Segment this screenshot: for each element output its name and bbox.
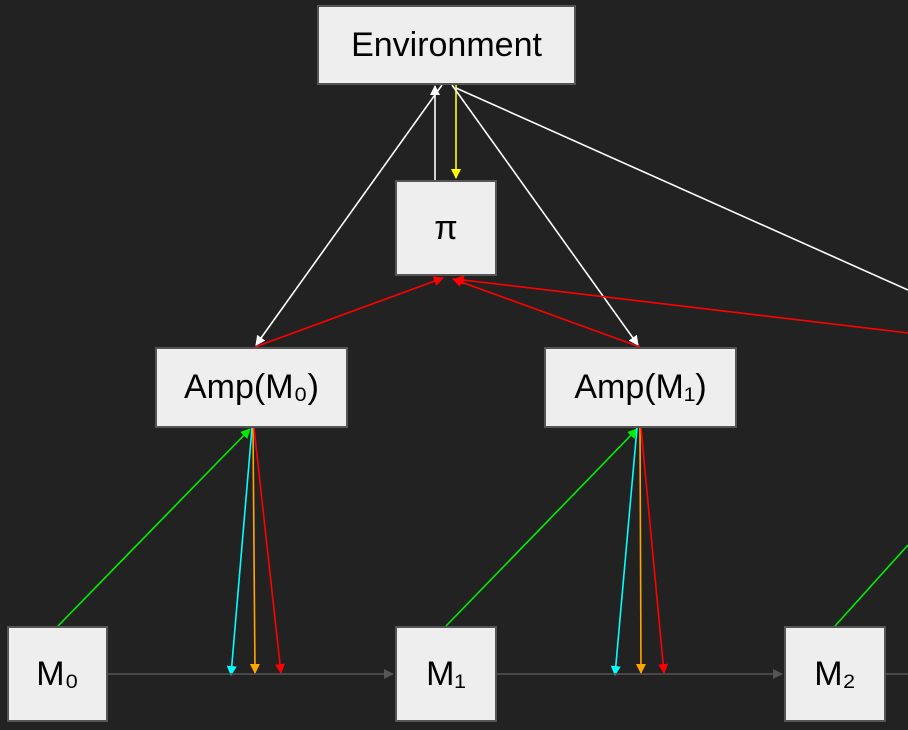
node-m2[interactable]: M₂ xyxy=(784,626,886,722)
edge-m2-to-offscreen xyxy=(834,544,908,627)
edge-amp1-cyan xyxy=(610,427,638,676)
edge-amp1-orange xyxy=(635,427,646,674)
edge-amp1-red xyxy=(640,427,669,674)
edge-amp0-cyan xyxy=(226,427,253,676)
edge-offscreen-to-policy xyxy=(454,275,908,334)
edge-m1-to-amp1 xyxy=(445,428,638,627)
node-amp-m1[interactable]: Amp(M₁) xyxy=(544,347,737,428)
edge-amp0-to-policy xyxy=(254,276,444,348)
edge-env-to-amp1 xyxy=(451,84,639,346)
node-amp-m0[interactable]: Amp(M₀) xyxy=(155,347,348,428)
edge-amp0-orange xyxy=(249,427,260,674)
edge-m0-to-amp0 xyxy=(57,428,251,627)
edge-amp1-to-policy xyxy=(452,277,641,348)
node-m1[interactable]: M₁ xyxy=(395,626,497,722)
edge-amp0-red xyxy=(253,427,285,674)
edge-env-to-amp0 xyxy=(255,84,443,346)
node-m0[interactable]: M₀ xyxy=(7,626,108,722)
node-environment[interactable]: Environment xyxy=(317,5,576,85)
node-policy[interactable]: π xyxy=(395,180,497,276)
edge-env-to-offscreen xyxy=(455,87,908,291)
